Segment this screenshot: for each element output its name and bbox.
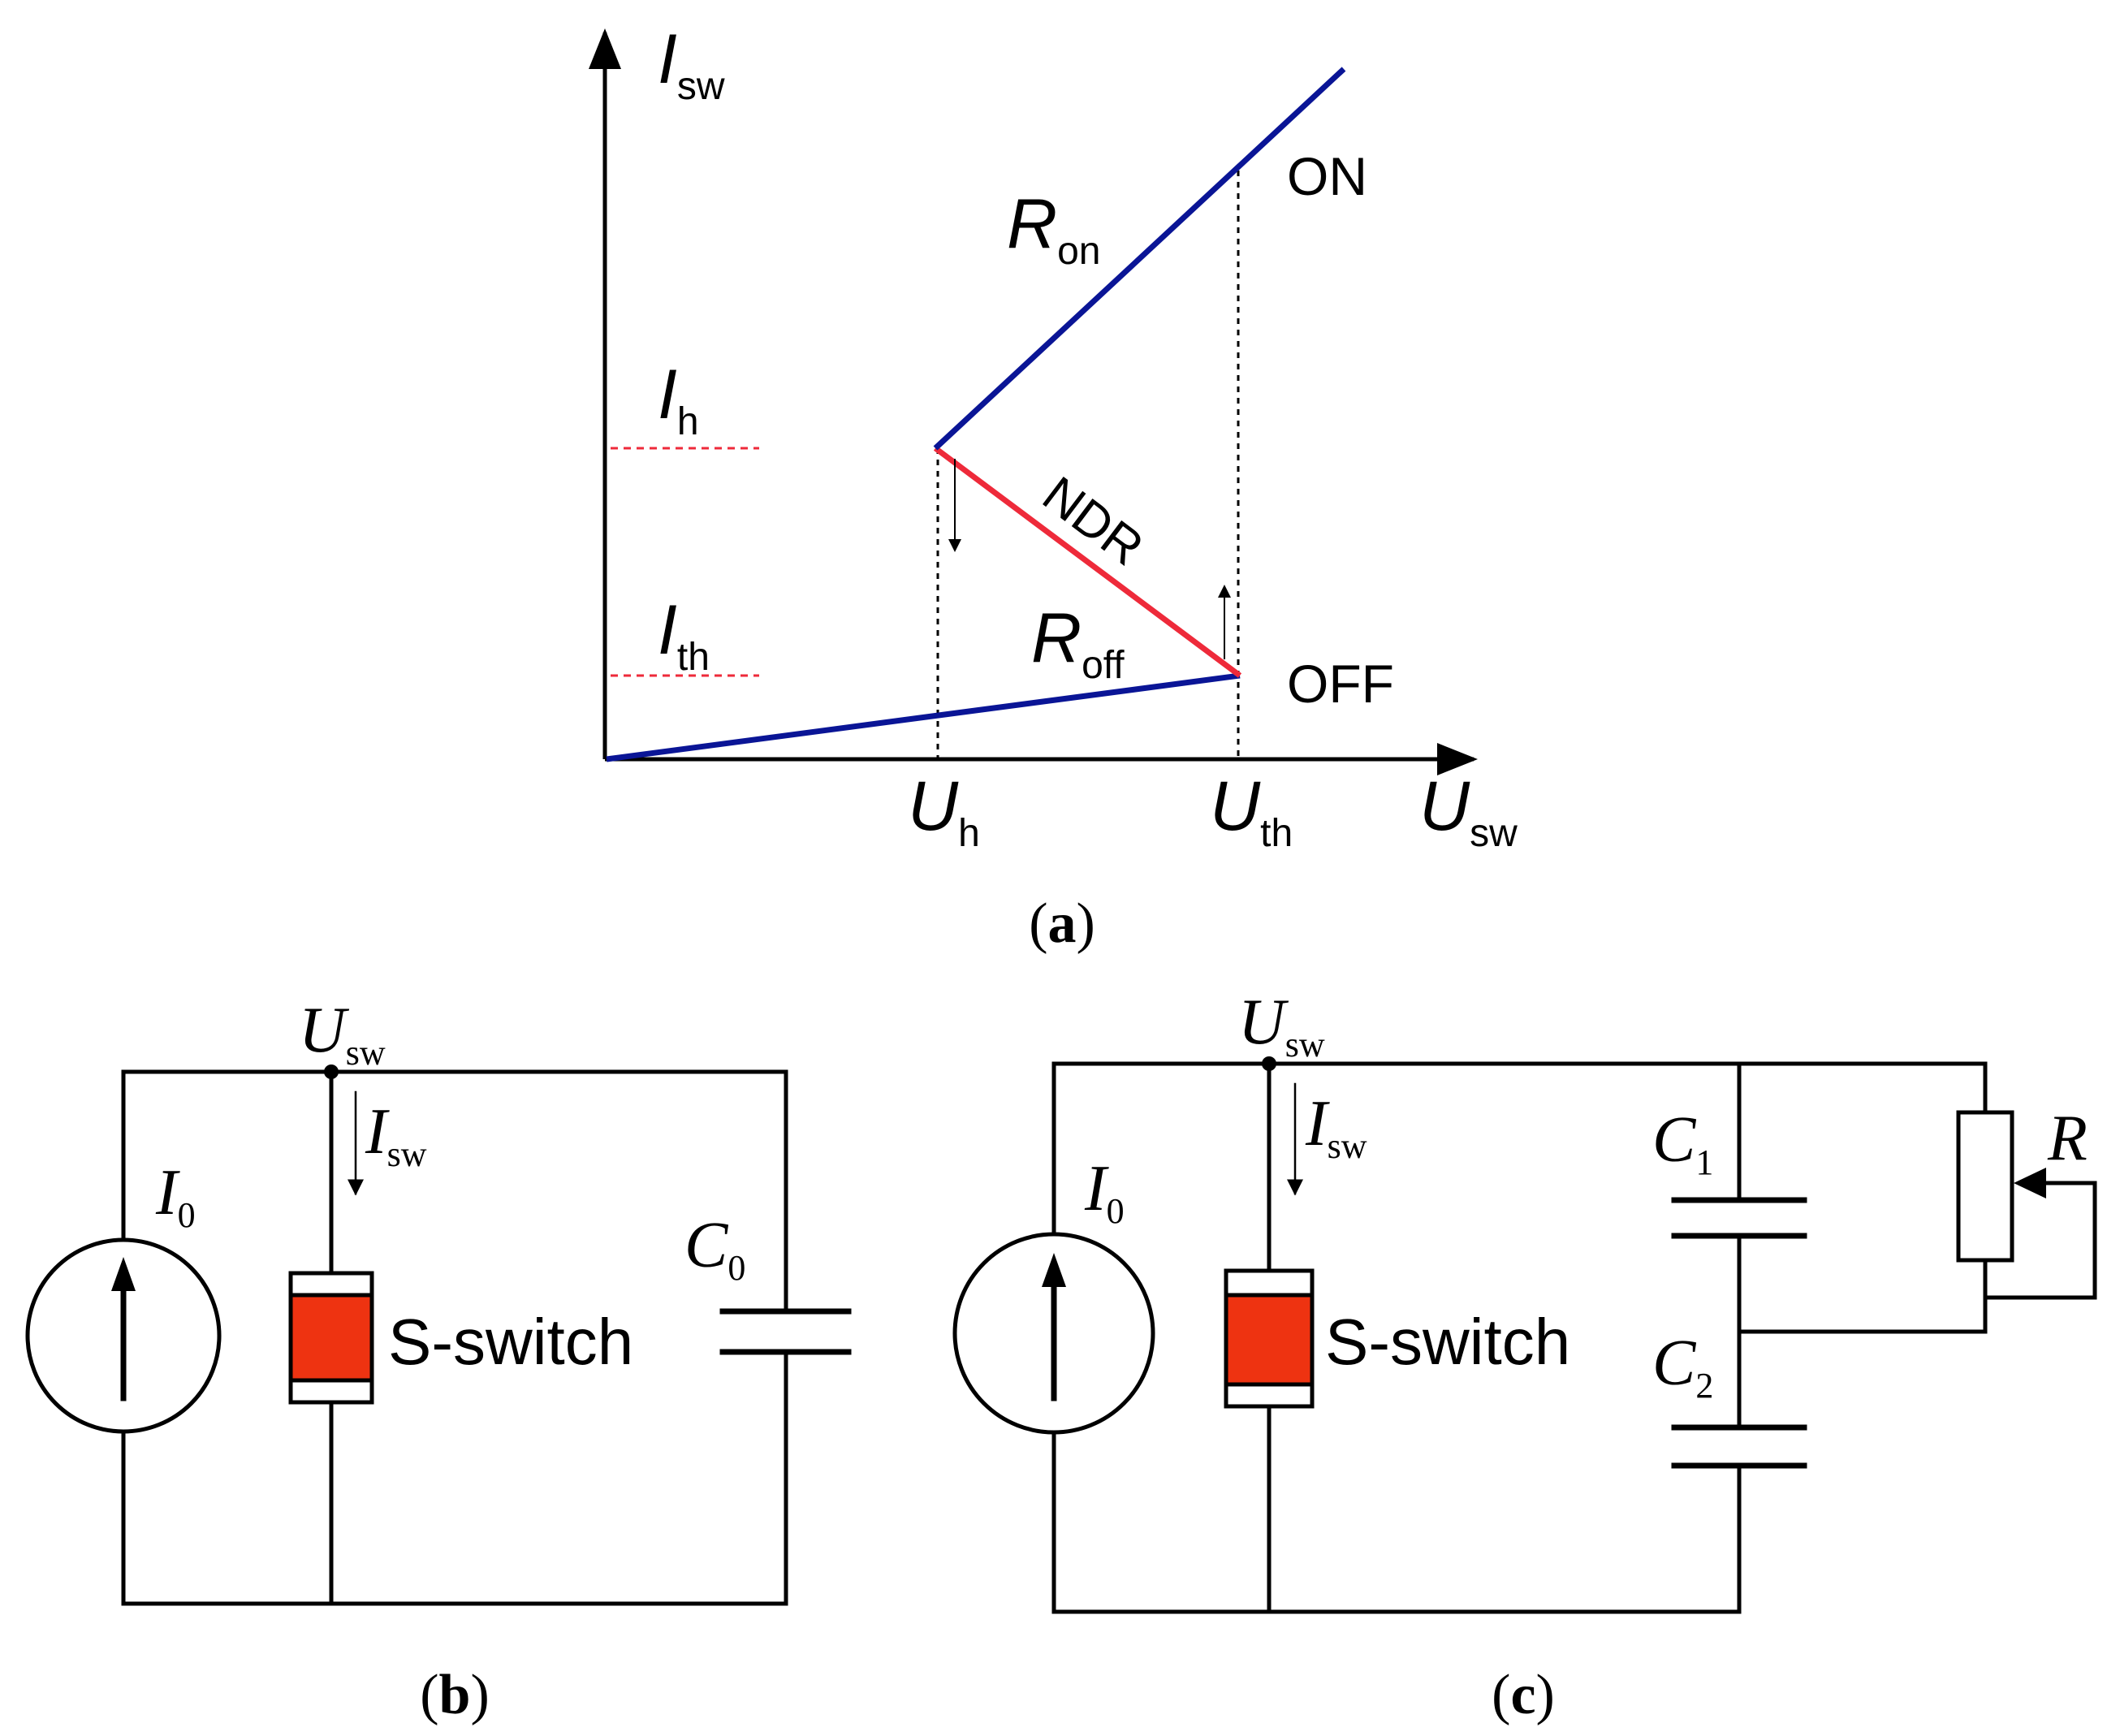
caption-c: (c) [1492,1664,1555,1726]
cap2-label-c: C2 [1652,1328,1713,1406]
switch-label-c: S-switch [1325,1306,1570,1378]
panel-b: Usw Isw I0 C0 S-switch (b) [25,995,852,1726]
switch-label-b: S-switch [388,1306,633,1378]
cap-label-b: C0 [684,1210,745,1288]
wire-top-c [1051,1061,1988,1238]
on-label: ON [1287,146,1367,206]
uth-label: Uth [1210,767,1293,855]
ron-branch [933,67,1346,451]
ith-label: Ith [658,591,710,679]
wire-bottom-b [121,1350,788,1606]
roff-branch [606,672,1241,762]
resistor-body-c [1956,1110,2014,1263]
resistor-label-c: R [2047,1103,2088,1174]
x-axis-label: Usw [1419,767,1518,855]
ndr-label: NDR [1033,466,1154,577]
panel-a: Isw Usw Ih Ith Uh Uth Ron Roff NDR ON OF… [589,20,1518,955]
panel-c: Usw Isw I0 C1 C2 R S-switch (c) [952,987,2097,1726]
node-dot-b [324,1064,339,1079]
wiper-arrowhead-icon-c [2014,1168,2046,1198]
wiper-loop-c [1983,1181,2097,1300]
node-label-b: Usw [299,995,386,1073]
current-label-c: Isw [1305,1088,1367,1166]
node-dot-c [1262,1056,1276,1071]
source-label-c: I0 [1084,1153,1125,1231]
s-switch-core-b [288,1293,374,1383]
off-label: OFF [1287,654,1394,714]
ndr-branch [933,446,1242,678]
node-label-c: Usw [1238,987,1325,1064]
wire-mid-to-resistor-c [1737,1258,1988,1334]
y-axis-label: Isw [658,20,725,108]
roff-label: Roff [1031,599,1125,687]
wire-bottom-c [1051,1428,1742,1614]
source-arrowhead-icon-c [1042,1253,1066,1287]
source-arrowhead-icon-b [111,1257,136,1291]
cap1-label-c: C1 [1652,1104,1713,1182]
ron-label: Ron [1007,185,1101,273]
s-switch-core-c [1224,1293,1315,1387]
wire-top-b [121,1069,788,1314]
uh-label: Uh [908,767,980,855]
source-label-b: I0 [155,1157,196,1235]
caption-a: (a) [1029,892,1095,955]
ih-label: Ih [658,356,699,443]
caption-b: (b) [420,1664,490,1726]
current-label-b: Isw [365,1096,427,1174]
